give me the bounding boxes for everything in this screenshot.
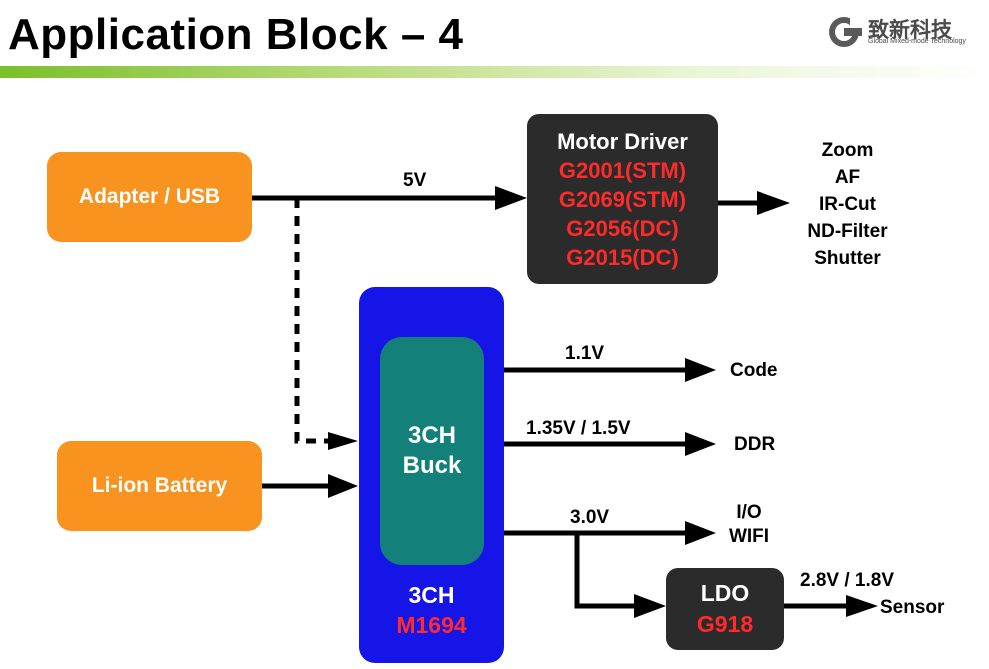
arrowhead-rail-1v35 [685,432,716,456]
adapter-voltage-label: 5V [403,170,427,191]
buck-inner-line-1: 3CH [407,422,456,449]
li-ion-battery-label: Li-ion Battery [91,474,228,497]
buck-converter-block: 3CH Buck 3CH M1694 [359,287,504,663]
motor-outputs-list: Zoom AF IR-Cut ND-Filter Shutter [790,137,905,272]
rail-1v35-voltage: 1.35V / 1.5V [526,418,631,439]
rail-1v35-output: DDR [734,434,776,455]
li-ion-battery-block: Li-ion Battery [57,441,262,531]
adapter-usb-block: Adapter / USB [47,152,252,242]
motor-output-nd-filter: ND-Filter [807,221,888,242]
buck-inner-block: 3CH Buck [380,337,484,565]
logo-english-text: Global Mixed-mode Technology [868,38,966,45]
rail-1v1-output: Code [730,360,778,381]
ldo-sensor-output: Sensor [880,597,945,618]
rail-3v0-output-io: I/O [736,502,762,523]
rail-3v0-output-wifi: WIFI [728,526,770,547]
motor-driver-part-4: G2015(DC) [566,244,679,270]
logo-chinese-text: 致新科技 [868,19,952,42]
gmt-logo-icon [829,17,864,47]
company-logo: 致新科技 Global Mixed-mode Technology [826,12,986,52]
ldo-part-number: G918 [696,611,754,637]
buck-part-number: M1694 [396,612,467,638]
arrowhead-motor-out [757,191,790,215]
adapter-usb-label: Adapter / USB [78,185,221,208]
motor-output-af: AF [834,167,861,188]
buck-inner-line-2: Buck [402,452,462,479]
motor-output-ir-cut: IR-Cut [819,194,876,215]
buck-footer-label: 3CH [408,582,455,608]
arrowhead-motor-in [495,186,527,210]
title-underline-bar [0,66,989,78]
wire-3v0-to-ldo [574,533,636,609]
motor-driver-title: Motor Driver [557,128,688,154]
motor-driver-part-1: G2001(STM) [558,157,687,183]
arrowhead-ldo-in [634,594,666,618]
page-title: Application Block – 4 [8,10,464,59]
motor-output-zoom: Zoom [821,140,874,161]
motor-driver-part-2: G2069(STM) [558,186,687,212]
dashed-wire-adapter-to-buck [294,198,330,444]
ldo-voltage-label: 2.8V / 1.8V [800,570,895,591]
rail-3v0-voltage: 3.0V [570,507,610,528]
arrowhead-rail-1v1 [685,358,716,382]
arrowhead-battery-in [328,474,358,498]
rail-1v1-voltage: 1.1V [565,343,605,364]
arrowhead-dashed-in [328,432,358,450]
arrowhead-rail-3v0 [685,521,716,545]
motor-driver-block: Motor Driver G2001(STM) G2069(STM) G2056… [527,114,718,284]
ldo-title: LDO [700,580,750,606]
ldo-block: LDO G918 [666,568,784,650]
arrowhead-sensor [846,595,878,617]
motor-driver-part-3: G2056(DC) [566,215,679,241]
rail-3v0-outputs: I/O WIFI [718,501,780,549]
motor-output-shutter: Shutter [814,248,881,269]
